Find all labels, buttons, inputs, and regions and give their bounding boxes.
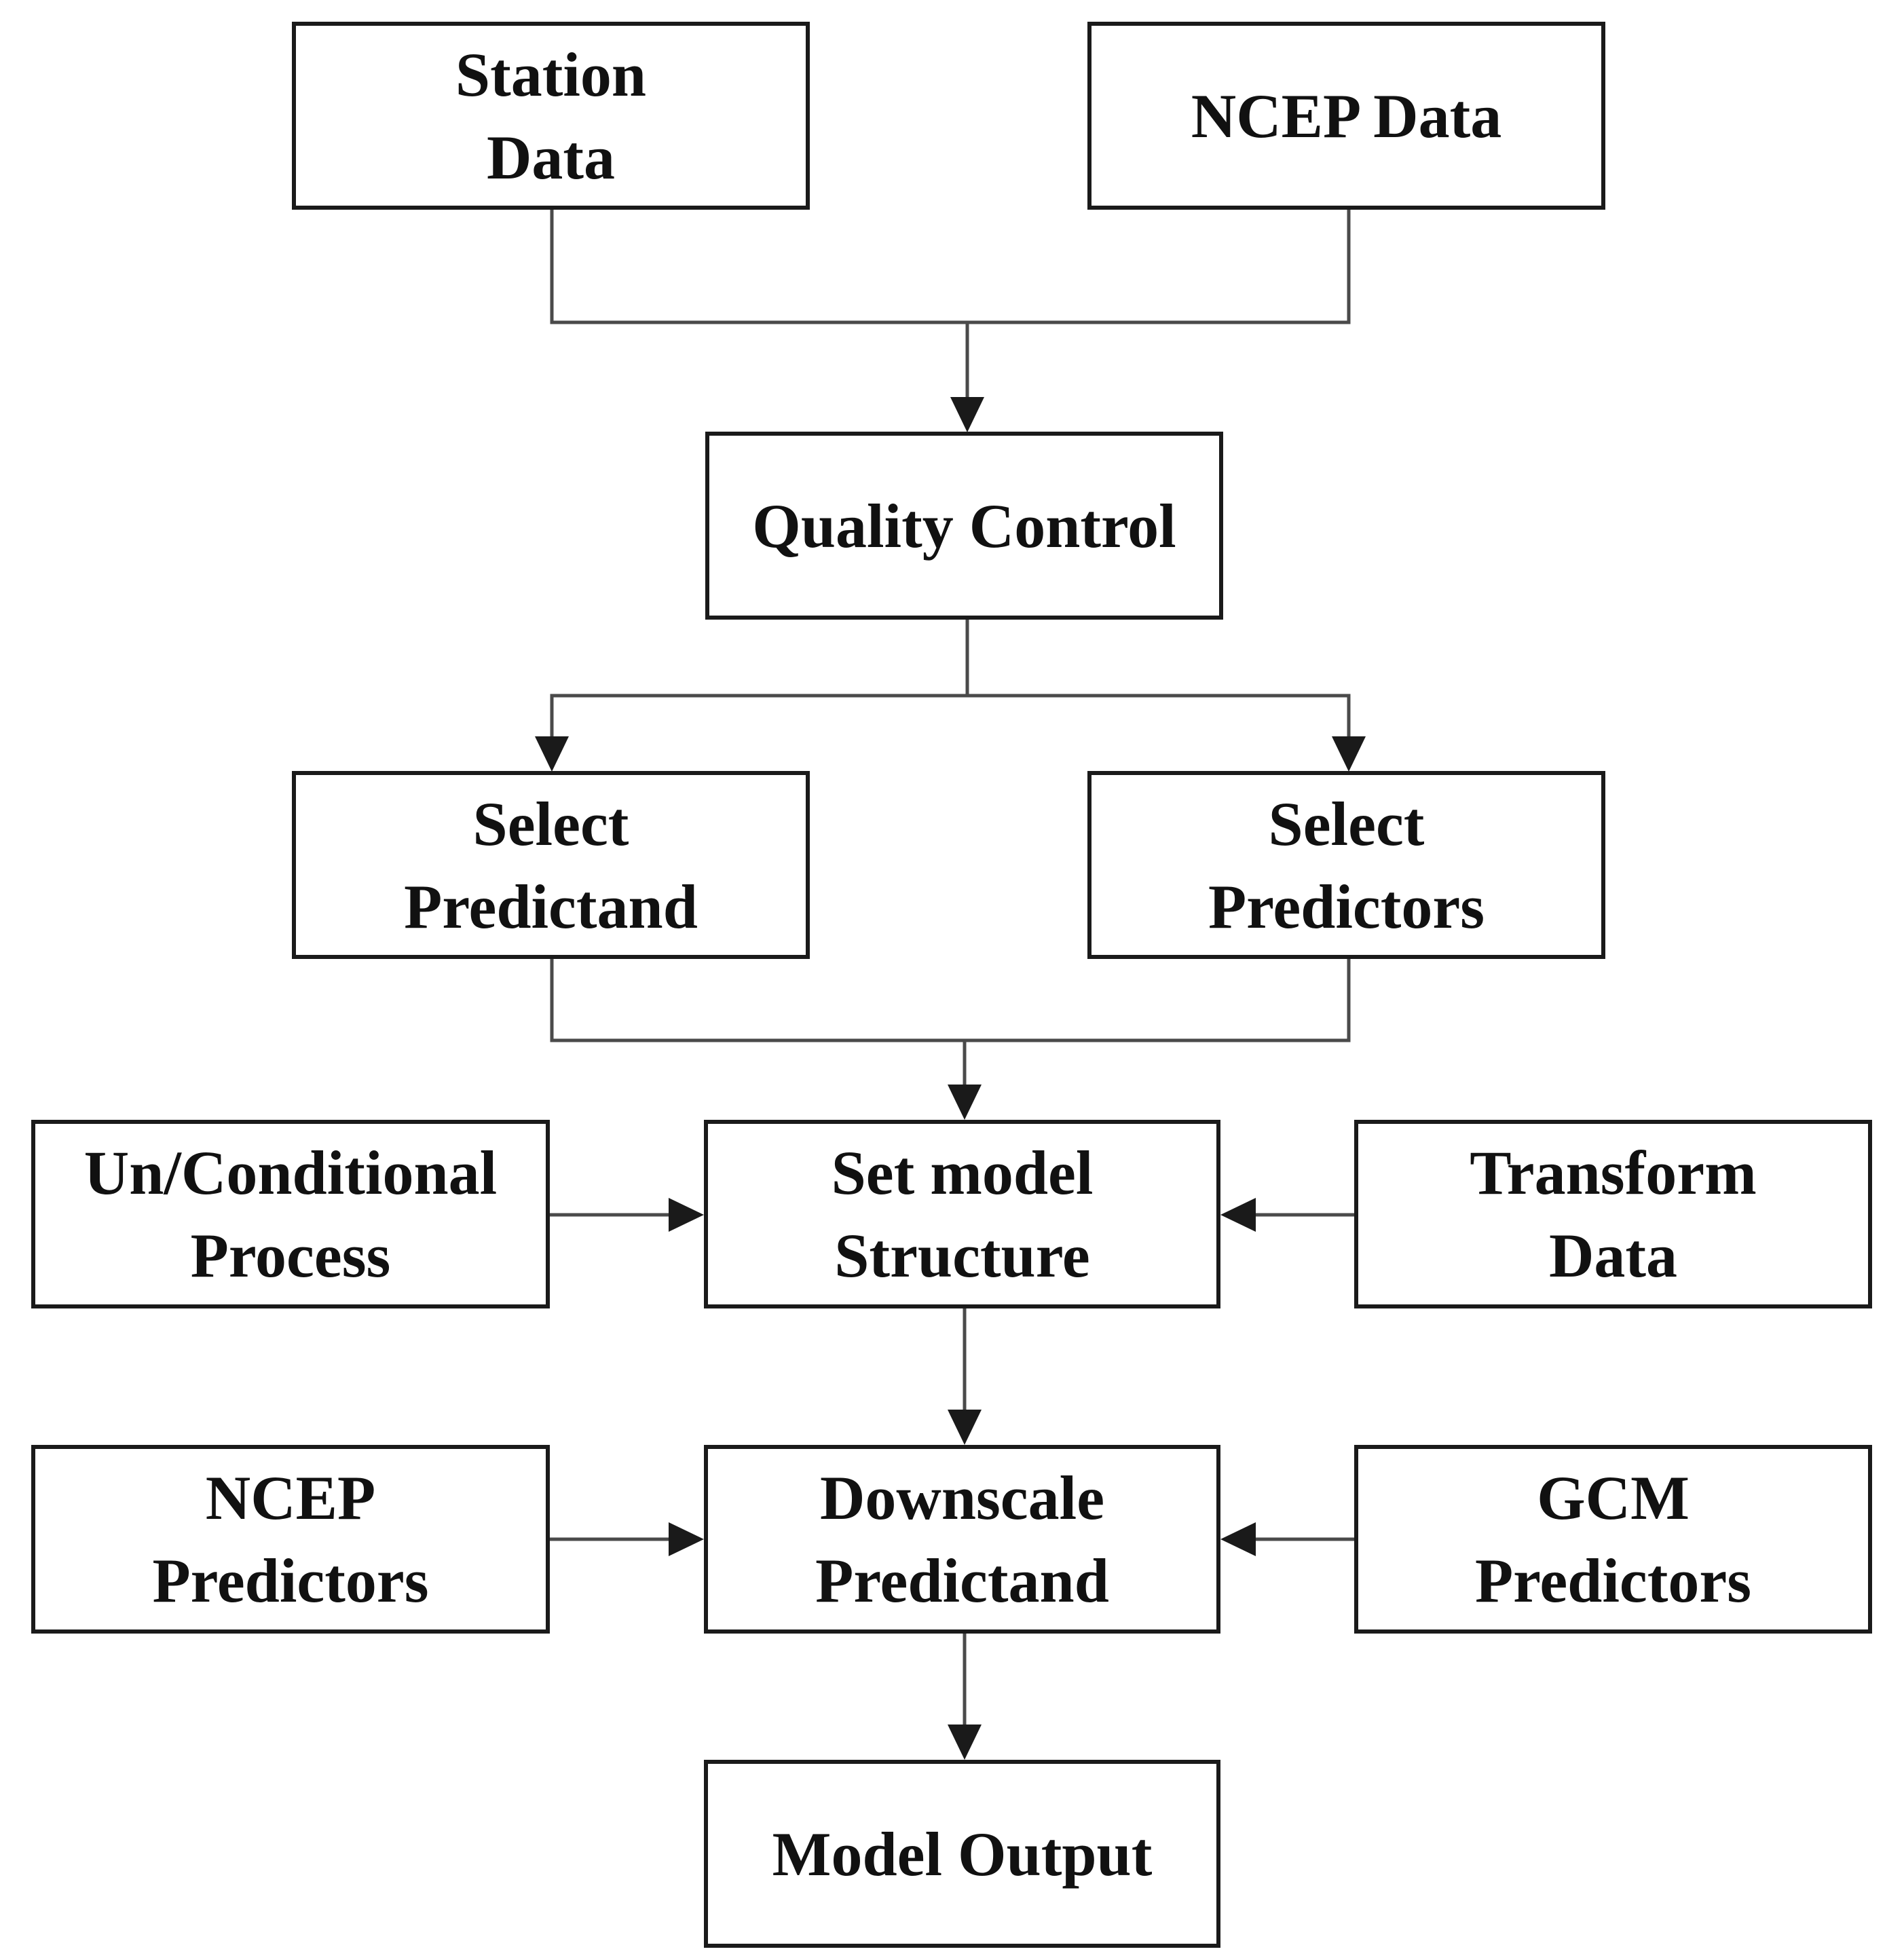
node-ncep-data: NCEP Data bbox=[1087, 22, 1605, 210]
edge-ncep-to-quality bbox=[967, 210, 1351, 324]
edge-predictors-to-structure bbox=[965, 959, 1351, 1042]
node-unconditional-process-label: Un/Conditional Process bbox=[83, 1138, 498, 1290]
node-station-data: Station Data bbox=[292, 22, 810, 210]
node-model-output: Model Output bbox=[704, 1760, 1220, 1948]
node-quality-control: Quality Control bbox=[705, 432, 1223, 620]
arrowhead-select-predictors bbox=[1332, 736, 1366, 772]
arrowhead-downscale-predictand bbox=[948, 1410, 982, 1445]
arrowhead-transform bbox=[1220, 1198, 1256, 1232]
edge-station-to-quality bbox=[550, 210, 967, 324]
edge-predictand-to-structure bbox=[550, 959, 965, 1042]
arrowhead-select-predictand bbox=[535, 736, 569, 772]
edge-quality-to-predictand bbox=[550, 694, 967, 736]
arrowhead-model-output bbox=[948, 1725, 982, 1760]
node-select-predictand: Select Predictand bbox=[292, 771, 810, 959]
node-downscale-predictand: Downscale Predictand bbox=[704, 1445, 1220, 1634]
node-ncep-predictors: NCEP Predictors bbox=[31, 1445, 550, 1634]
node-select-predictors-label: Select Predictors bbox=[1208, 789, 1485, 941]
node-gcm-predictors: GCM Predictors bbox=[1354, 1445, 1872, 1634]
node-set-model-structure-label: Set model Structure bbox=[831, 1138, 1094, 1290]
node-station-data-label: Station Data bbox=[455, 39, 647, 192]
node-ncep-data-label: NCEP Data bbox=[1191, 81, 1502, 151]
node-unconditional-process: Un/Conditional Process bbox=[31, 1120, 550, 1308]
arrowhead-set-model-structure bbox=[948, 1085, 982, 1120]
node-transform-data: Transform Data bbox=[1354, 1120, 1872, 1308]
arrowhead-ncep-predictors bbox=[669, 1522, 704, 1556]
node-set-model-structure: Set model Structure bbox=[704, 1120, 1220, 1308]
node-transform-data-label: Transform Data bbox=[1470, 1138, 1757, 1290]
node-quality-control-label: Quality Control bbox=[752, 491, 1176, 561]
arrowhead-quality-control bbox=[950, 397, 984, 432]
arrowhead-gcm-predictors bbox=[1220, 1522, 1256, 1556]
node-select-predictand-label: Select Predictand bbox=[404, 789, 698, 941]
edge-quality-to-predictors bbox=[967, 694, 1351, 736]
node-ncep-predictors-label: NCEP Predictors bbox=[152, 1463, 429, 1615]
node-model-output-label: Model Output bbox=[772, 1819, 1153, 1889]
node-select-predictors: Select Predictors bbox=[1087, 771, 1605, 959]
node-gcm-predictors-label: GCM Predictors bbox=[1474, 1463, 1752, 1615]
arrowhead-unconditional bbox=[669, 1198, 704, 1232]
node-downscale-predictand-label: Downscale Predictand bbox=[815, 1463, 1109, 1615]
